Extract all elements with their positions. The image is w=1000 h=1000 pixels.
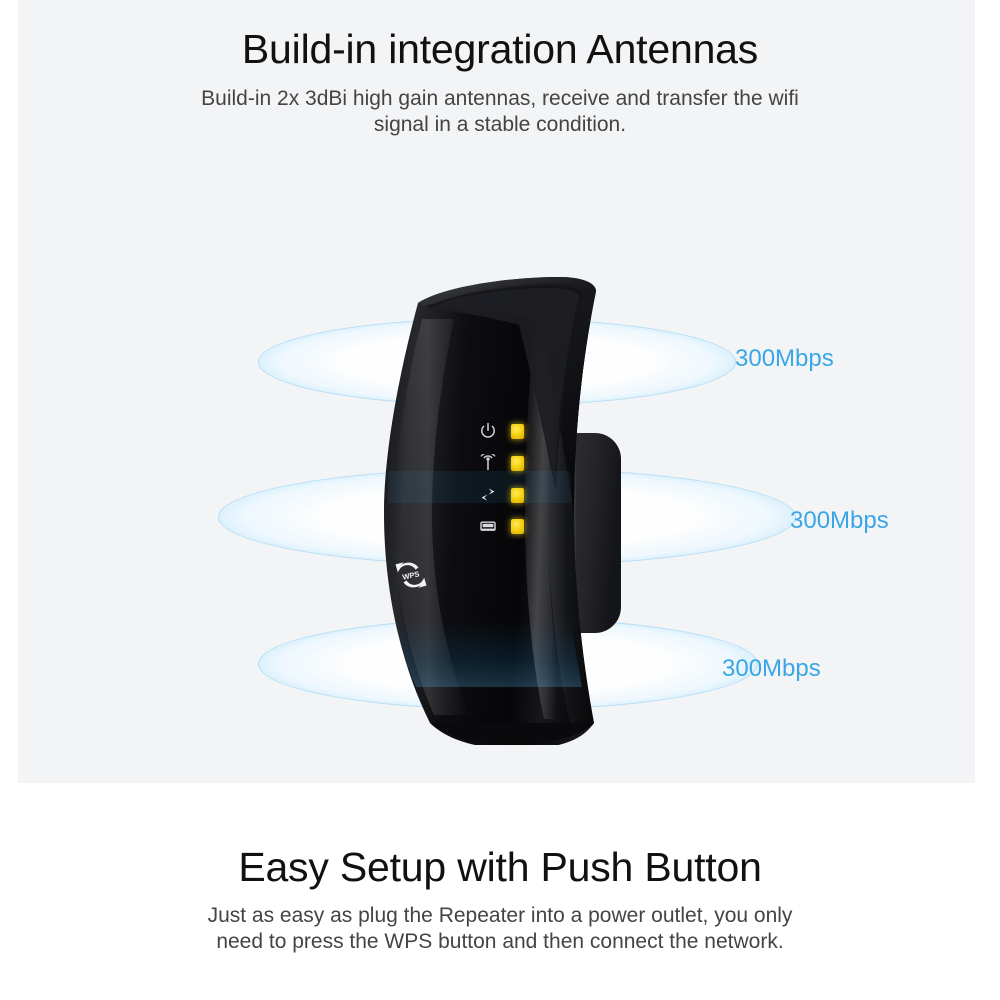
bottom-subline-line-2: need to press the WPS button and then co… (216, 930, 784, 954)
top-headline: Build-in integration Antennas (241, 26, 759, 72)
led-row-wireless (478, 452, 558, 474)
led-lamp-transfer (511, 487, 524, 503)
wps-button-label: WPS (402, 569, 421, 581)
led-lamp-lan (511, 518, 524, 534)
ethernet-port-icon (480, 521, 496, 531)
led-lamp-power (511, 423, 524, 439)
device-illustration (384, 277, 621, 745)
speed-label-bottom: 300Mbps (722, 655, 821, 682)
speed-label-middle: 300Mbps (790, 507, 889, 534)
wps-refresh-icon: WPS (395, 562, 427, 588)
data-transfer-icon (481, 488, 495, 501)
bottom-subline: Just as easy as plug the Repeater into a… (0, 903, 1000, 955)
device-body (384, 277, 596, 745)
led-row-lan (478, 515, 558, 537)
wifi-repeater-device: WPS (330, 275, 660, 745)
led-indicator-panel (478, 420, 558, 538)
led-row-transfer (478, 484, 558, 506)
speed-label-top: 300Mbps (735, 345, 834, 372)
wifi-signal-icon (480, 454, 496, 471)
led-row-power (478, 420, 558, 442)
bottom-subline-line-1: Just as easy as plug the Repeater into a… (207, 904, 793, 927)
top-subline: Build-in 2x 3dBi high gain antennas, rec… (0, 86, 1000, 138)
wps-button[interactable]: WPS (388, 558, 434, 592)
bottom-headline: Easy Setup with Push Button (238, 844, 762, 890)
top-subline-line-2: signal in a stable condition. (373, 113, 627, 137)
top-subline-line-1: Build-in 2x 3dBi high gain antennas, rec… (201, 87, 799, 110)
led-lamp-wireless (511, 455, 524, 471)
power-icon (481, 422, 495, 438)
